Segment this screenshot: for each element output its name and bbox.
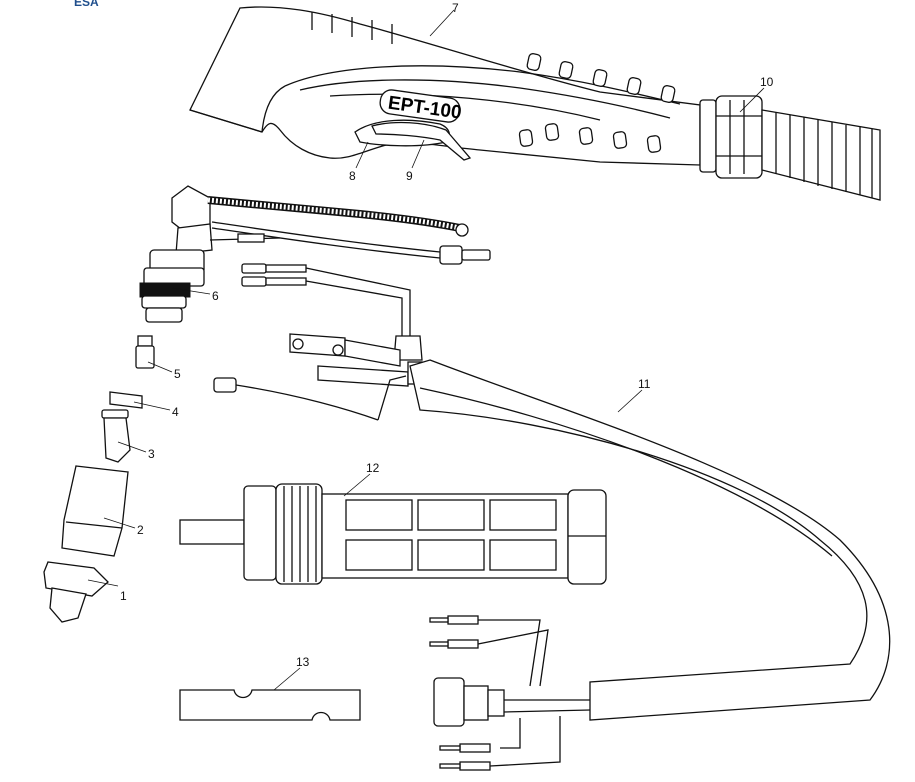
swirl-ring-part-4 — [109, 391, 143, 409]
brand-logo-text: ESA — [74, 0, 99, 9]
callout-5: 5 — [174, 367, 181, 381]
callout-numbers: 1 2 3 4 5 6 7 8 9 10 11 12 13 — [120, 1, 774, 669]
corrugated-sleeve — [761, 109, 881, 201]
nozzle-part-3 — [101, 409, 131, 463]
shield-cup-part-2 — [61, 465, 129, 557]
connector-part-12 — [179, 483, 607, 585]
callout-10: 10 — [760, 75, 774, 89]
callout-13: 13 — [296, 655, 310, 669]
callout-4: 4 — [172, 405, 179, 419]
cable-gland-part-10 — [699, 95, 763, 179]
cable-end-connectors — [429, 615, 591, 771]
callout-1: 1 — [120, 589, 127, 603]
brand-logo: ESA — [74, 0, 99, 9]
callout-2: 2 — [137, 523, 144, 537]
cable-hose-part-11 — [409, 359, 891, 721]
callout-12: 12 — [366, 461, 380, 475]
callout-11: 11 — [638, 377, 651, 391]
callout-8: 8 — [349, 169, 356, 183]
handle-top-ribs — [311, 12, 393, 44]
signal-wires — [241, 263, 423, 361]
trigger-lever-part-9 — [371, 121, 472, 161]
handle-grip-windows — [518, 53, 676, 153]
callout-7: 7 — [452, 1, 459, 15]
callout-3: 3 — [148, 447, 155, 461]
torch-handle: EPT-100 — [189, 6, 881, 201]
spade-wire — [213, 375, 407, 421]
torch-head-assembly-part-6 — [139, 185, 491, 323]
callout-6: 6 — [212, 289, 219, 303]
model-badge — [379, 89, 461, 123]
callout-9: 9 — [406, 169, 413, 183]
wrench-part-13 — [179, 689, 361, 721]
callout-leaders — [87, 9, 765, 691]
shield-part-1 — [43, 561, 109, 623]
switch-plate — [289, 333, 431, 387]
